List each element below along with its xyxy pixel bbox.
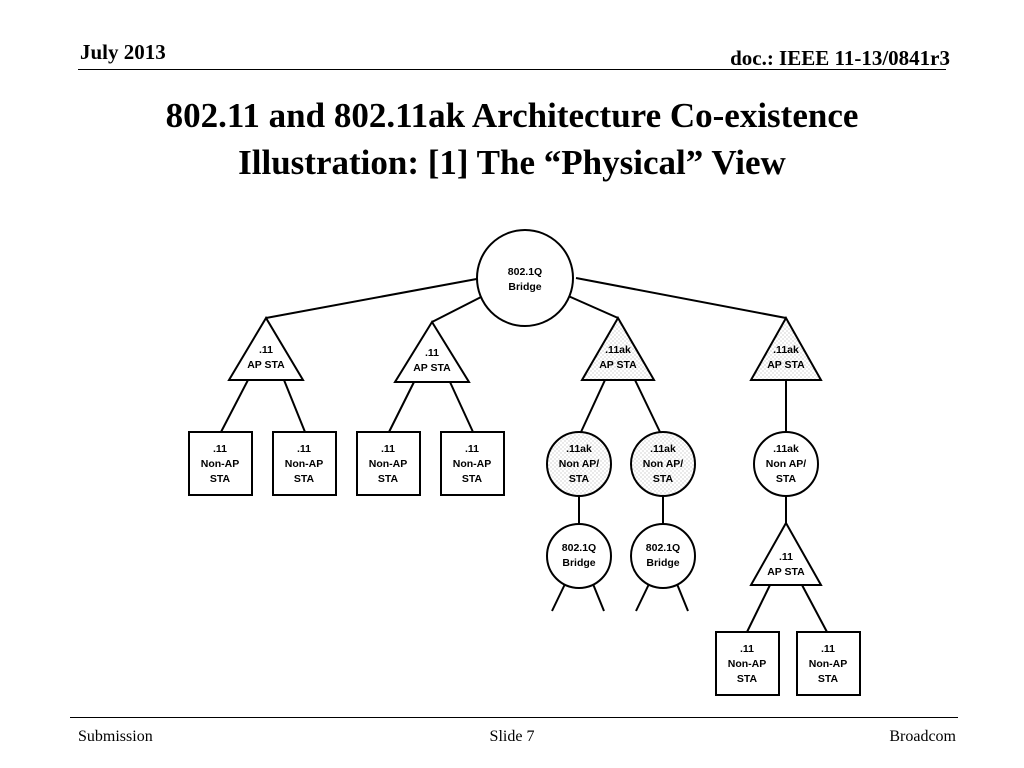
svg-text:AP STA: AP STA xyxy=(767,359,805,371)
svg-text:STA: STA xyxy=(462,473,483,485)
diagram-edges xyxy=(220,277,828,633)
svg-text:.11: .11 xyxy=(821,643,835,655)
ap-sta-node-3: .11 AP STA xyxy=(749,520,823,586)
svg-text:.11: .11 xyxy=(779,551,793,563)
edge-bridge2-stub-left xyxy=(635,583,650,612)
edge-root-ap4 xyxy=(575,277,787,319)
non-ap-sta-node-1: .11 Non-AP STA xyxy=(188,431,253,496)
slide-title: 802.11 and 802.11ak Architecture Co-exis… xyxy=(40,92,984,186)
svg-text:AP STA: AP STA xyxy=(767,566,805,578)
svg-text:STA: STA xyxy=(776,473,797,485)
svg-text:STA: STA xyxy=(294,473,315,485)
svg-text:.11ak: .11ak xyxy=(773,443,799,455)
svg-text:Non-AP: Non-AP xyxy=(728,658,767,670)
svg-text:Bridge: Bridge xyxy=(646,557,679,569)
svg-text:Non-AP: Non-AP xyxy=(369,458,408,470)
svg-text:.11: .11 xyxy=(465,443,479,455)
svg-text:.11: .11 xyxy=(381,443,395,455)
svg-text:STA: STA xyxy=(210,473,231,485)
ap-sta-node-1: .11 AP STA xyxy=(227,316,305,381)
svg-text:.11ak: .11ak xyxy=(605,344,631,356)
svg-text:.11: .11 xyxy=(740,643,754,655)
svg-text:.11ak: .11ak xyxy=(566,443,592,455)
svg-text:.11: .11 xyxy=(425,347,439,359)
ak-non-ap-sta-node-2: .11ak Non AP/ STA xyxy=(630,431,696,497)
edge-root-ap1 xyxy=(265,277,483,319)
svg-text:STA: STA xyxy=(378,473,399,485)
slide-title-line-2: Illustration: [1] The “Physical” View xyxy=(238,143,786,182)
non-ap-sta-node-2: .11 Non-AP STA xyxy=(272,431,337,496)
edge-ap1-sta2 xyxy=(283,379,306,433)
svg-text:802.1Q: 802.1Q xyxy=(646,542,680,554)
svg-text:.11ak: .11ak xyxy=(650,443,676,455)
root-bridge-node: 802.1Q Bridge xyxy=(476,229,574,327)
edge-ap2-sta3 xyxy=(388,381,415,433)
bridge-node-2: 802.1Q Bridge xyxy=(630,523,696,589)
svg-text:Non AP/: Non AP/ xyxy=(643,458,684,470)
slide-title-line-1: 802.11 and 802.11ak Architecture Co-exis… xyxy=(165,96,859,135)
svg-text:Non AP/: Non AP/ xyxy=(766,458,807,470)
svg-text:AP STA: AP STA xyxy=(247,359,285,371)
svg-text:.11: .11 xyxy=(297,443,311,455)
svg-text:.11: .11 xyxy=(259,344,273,356)
edge-root-ap2 xyxy=(431,294,486,323)
non-ap-sta-node-5: .11 Non-AP STA xyxy=(715,631,780,696)
ak-non-ap-sta-node-3: .11ak Non AP/ STA xyxy=(753,431,819,497)
svg-text:STA: STA xyxy=(653,473,674,485)
edge-ap3-aksta2 xyxy=(634,379,661,433)
ak-ap-sta-node-2: .11ak AP STA xyxy=(749,315,823,381)
ak-non-ap-sta-node-1: .11ak Non AP/ STA xyxy=(546,431,612,497)
svg-text:Bridge: Bridge xyxy=(562,557,595,569)
svg-text:Non AP/: Non AP/ xyxy=(559,458,600,470)
svg-text:AP STA: AP STA xyxy=(599,359,637,371)
edge-bridge1-stub-left xyxy=(551,583,566,612)
svg-text:Non-AP: Non-AP xyxy=(201,458,240,470)
svg-text:STA: STA xyxy=(737,673,758,685)
svg-text:Non-AP: Non-AP xyxy=(809,658,848,670)
svg-text:Bridge: Bridge xyxy=(508,281,541,293)
footer-slide-number: Slide 7 xyxy=(489,728,535,745)
bridge-node-1: 802.1Q Bridge xyxy=(546,523,612,589)
svg-text:.11ak: .11ak xyxy=(773,344,799,356)
non-ap-sta-node-3: .11 Non-AP STA xyxy=(356,431,421,496)
edge-ap2-sta4 xyxy=(449,381,474,433)
edge-ap3-aksta1 xyxy=(580,379,606,433)
svg-text:802.1Q: 802.1Q xyxy=(562,542,596,554)
ap-sta-node-2: .11 AP STA xyxy=(393,320,471,383)
footer-company: Broadcom xyxy=(889,728,956,745)
svg-text:.11: .11 xyxy=(213,443,227,455)
ak-ap-sta-node-1: .11ak AP STA xyxy=(580,316,656,381)
header-doc-id: doc.: IEEE 11-13/0841r3 xyxy=(730,46,950,70)
edge-bridge2-stub-right xyxy=(676,583,689,612)
svg-text:AP STA: AP STA xyxy=(413,362,451,374)
header-date: July 2013 xyxy=(80,40,166,64)
edge-root-ap3 xyxy=(565,294,619,319)
svg-text:802.1Q: 802.1Q xyxy=(508,266,542,278)
non-ap-sta-node-6: .11 Non-AP STA xyxy=(796,631,861,696)
non-ap-sta-node-4: .11 Non-AP STA xyxy=(440,431,505,496)
footer-submission: Submission xyxy=(78,728,153,745)
footer-rule xyxy=(70,717,958,718)
svg-text:STA: STA xyxy=(818,673,839,685)
svg-text:Non-AP: Non-AP xyxy=(453,458,492,470)
edge-bridge1-stub-right xyxy=(592,583,605,612)
edge-ap1-sta1 xyxy=(220,379,249,433)
edge-ap5-sta6 xyxy=(801,584,828,633)
header-rule xyxy=(78,69,946,70)
svg-text:STA: STA xyxy=(569,473,590,485)
svg-text:Non-AP: Non-AP xyxy=(285,458,324,470)
edge-ap5-sta5 xyxy=(746,584,771,633)
